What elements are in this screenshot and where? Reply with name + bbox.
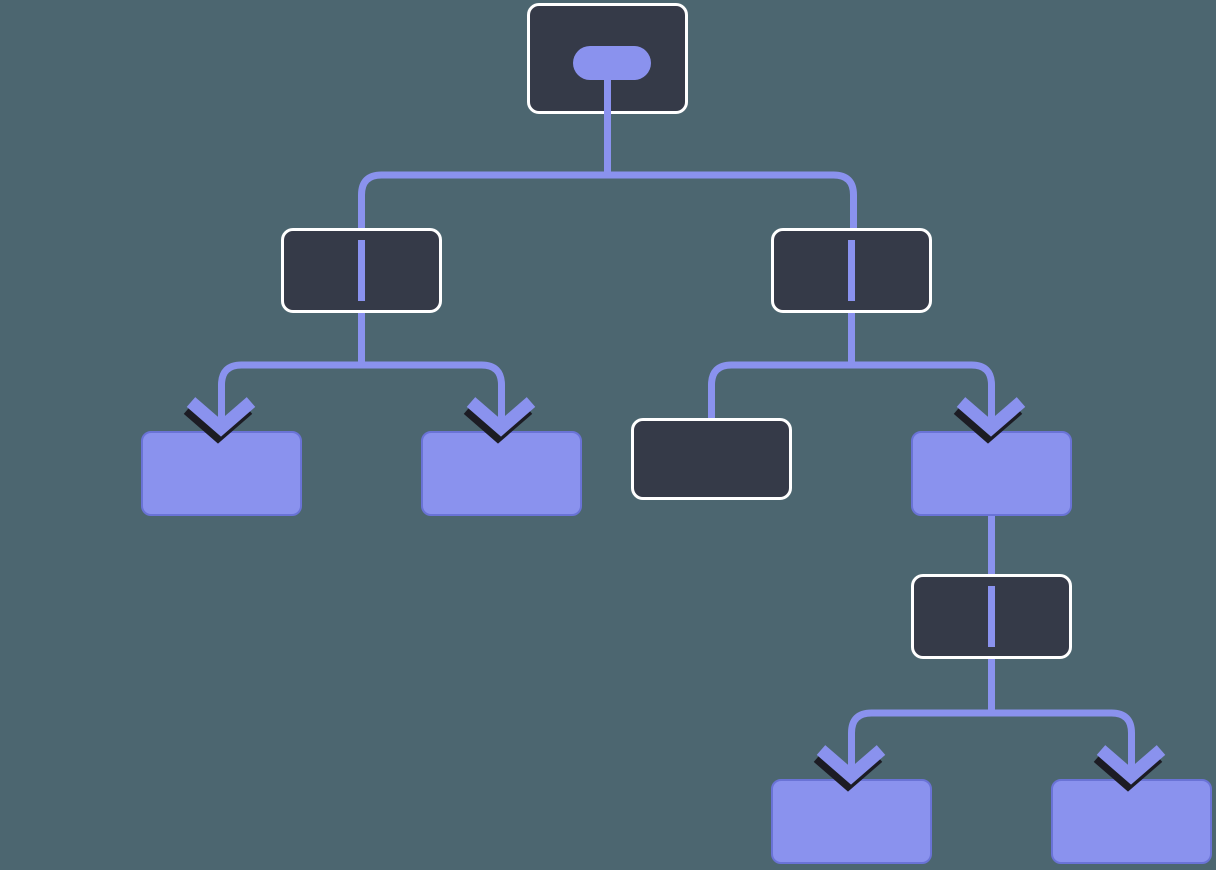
edge-level3-to-level4 bbox=[848, 659, 1135, 779]
level3-dark-node[interactable] bbox=[911, 574, 1072, 659]
level2-dark-node[interactable] bbox=[631, 418, 792, 500]
edge-level1left-to-level2 bbox=[218, 313, 505, 431]
level2-leaf-b[interactable] bbox=[421, 431, 582, 516]
root-node[interactable] bbox=[527, 3, 688, 114]
edge-level1right-to-level2 bbox=[708, 313, 995, 431]
root-node-pill-shape bbox=[573, 46, 651, 80]
level2-leaf-a[interactable] bbox=[141, 431, 302, 516]
level2-leaf-d[interactable] bbox=[911, 431, 1072, 516]
edge-root-to-level1 bbox=[358, 114, 857, 228]
level4-leaf-a[interactable] bbox=[771, 779, 932, 864]
level1-right-node[interactable] bbox=[771, 228, 932, 313]
level1-left-node[interactable] bbox=[281, 228, 442, 313]
level4-leaf-b[interactable] bbox=[1051, 779, 1212, 864]
